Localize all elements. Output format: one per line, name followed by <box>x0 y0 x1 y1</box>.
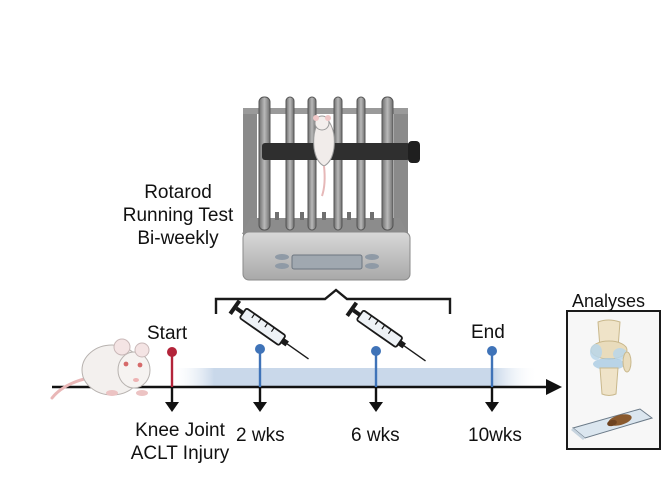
timepoint-marker-6wks <box>371 346 381 387</box>
down-arrow-10wks <box>485 387 499 412</box>
timepoint-marker-2wks <box>255 344 265 387</box>
down-arrow-start <box>165 387 179 412</box>
end-label: End <box>471 322 505 343</box>
syringe-icon <box>345 301 426 362</box>
start-label: Start <box>147 323 188 344</box>
start-marker <box>167 347 177 387</box>
timepoint-label-10wks: 10wks <box>468 425 522 446</box>
timeline-band <box>170 368 538 386</box>
rat-icon <box>50 338 151 400</box>
knee-joint-icon <box>590 319 632 396</box>
down-arrow-2wks <box>253 387 267 412</box>
rotarod-caption-line1: Rotarod <box>144 182 212 203</box>
rotarod-apparatus-icon <box>242 96 420 281</box>
analyses-label: Analyses <box>572 291 646 311</box>
timepoint-label-2wks: 2 wks <box>236 425 285 446</box>
rotarod-mouse-icon <box>313 115 335 197</box>
injury-label-line2: ACLT Injury <box>130 443 230 464</box>
syringe-icon <box>228 299 309 360</box>
injury-label: Knee Joint ACLT Injury <box>124 419 236 465</box>
down-arrow-6wks <box>369 387 383 412</box>
rotarod-caption: Rotarod Running Test Bi-weekly <box>98 181 258 250</box>
rotarod-caption-line3: Bi-weekly <box>137 228 219 249</box>
rotarod-caption-line2: Running Test <box>122 205 234 226</box>
analyses-box <box>566 310 661 450</box>
injury-label-line1: Knee Joint <box>135 420 225 441</box>
timepoint-label-6wks: 6 wks <box>351 425 400 446</box>
tissue-slide-icon <box>571 408 654 440</box>
timeline-bracket <box>214 288 452 314</box>
timepoint-marker-10wks <box>487 346 497 387</box>
